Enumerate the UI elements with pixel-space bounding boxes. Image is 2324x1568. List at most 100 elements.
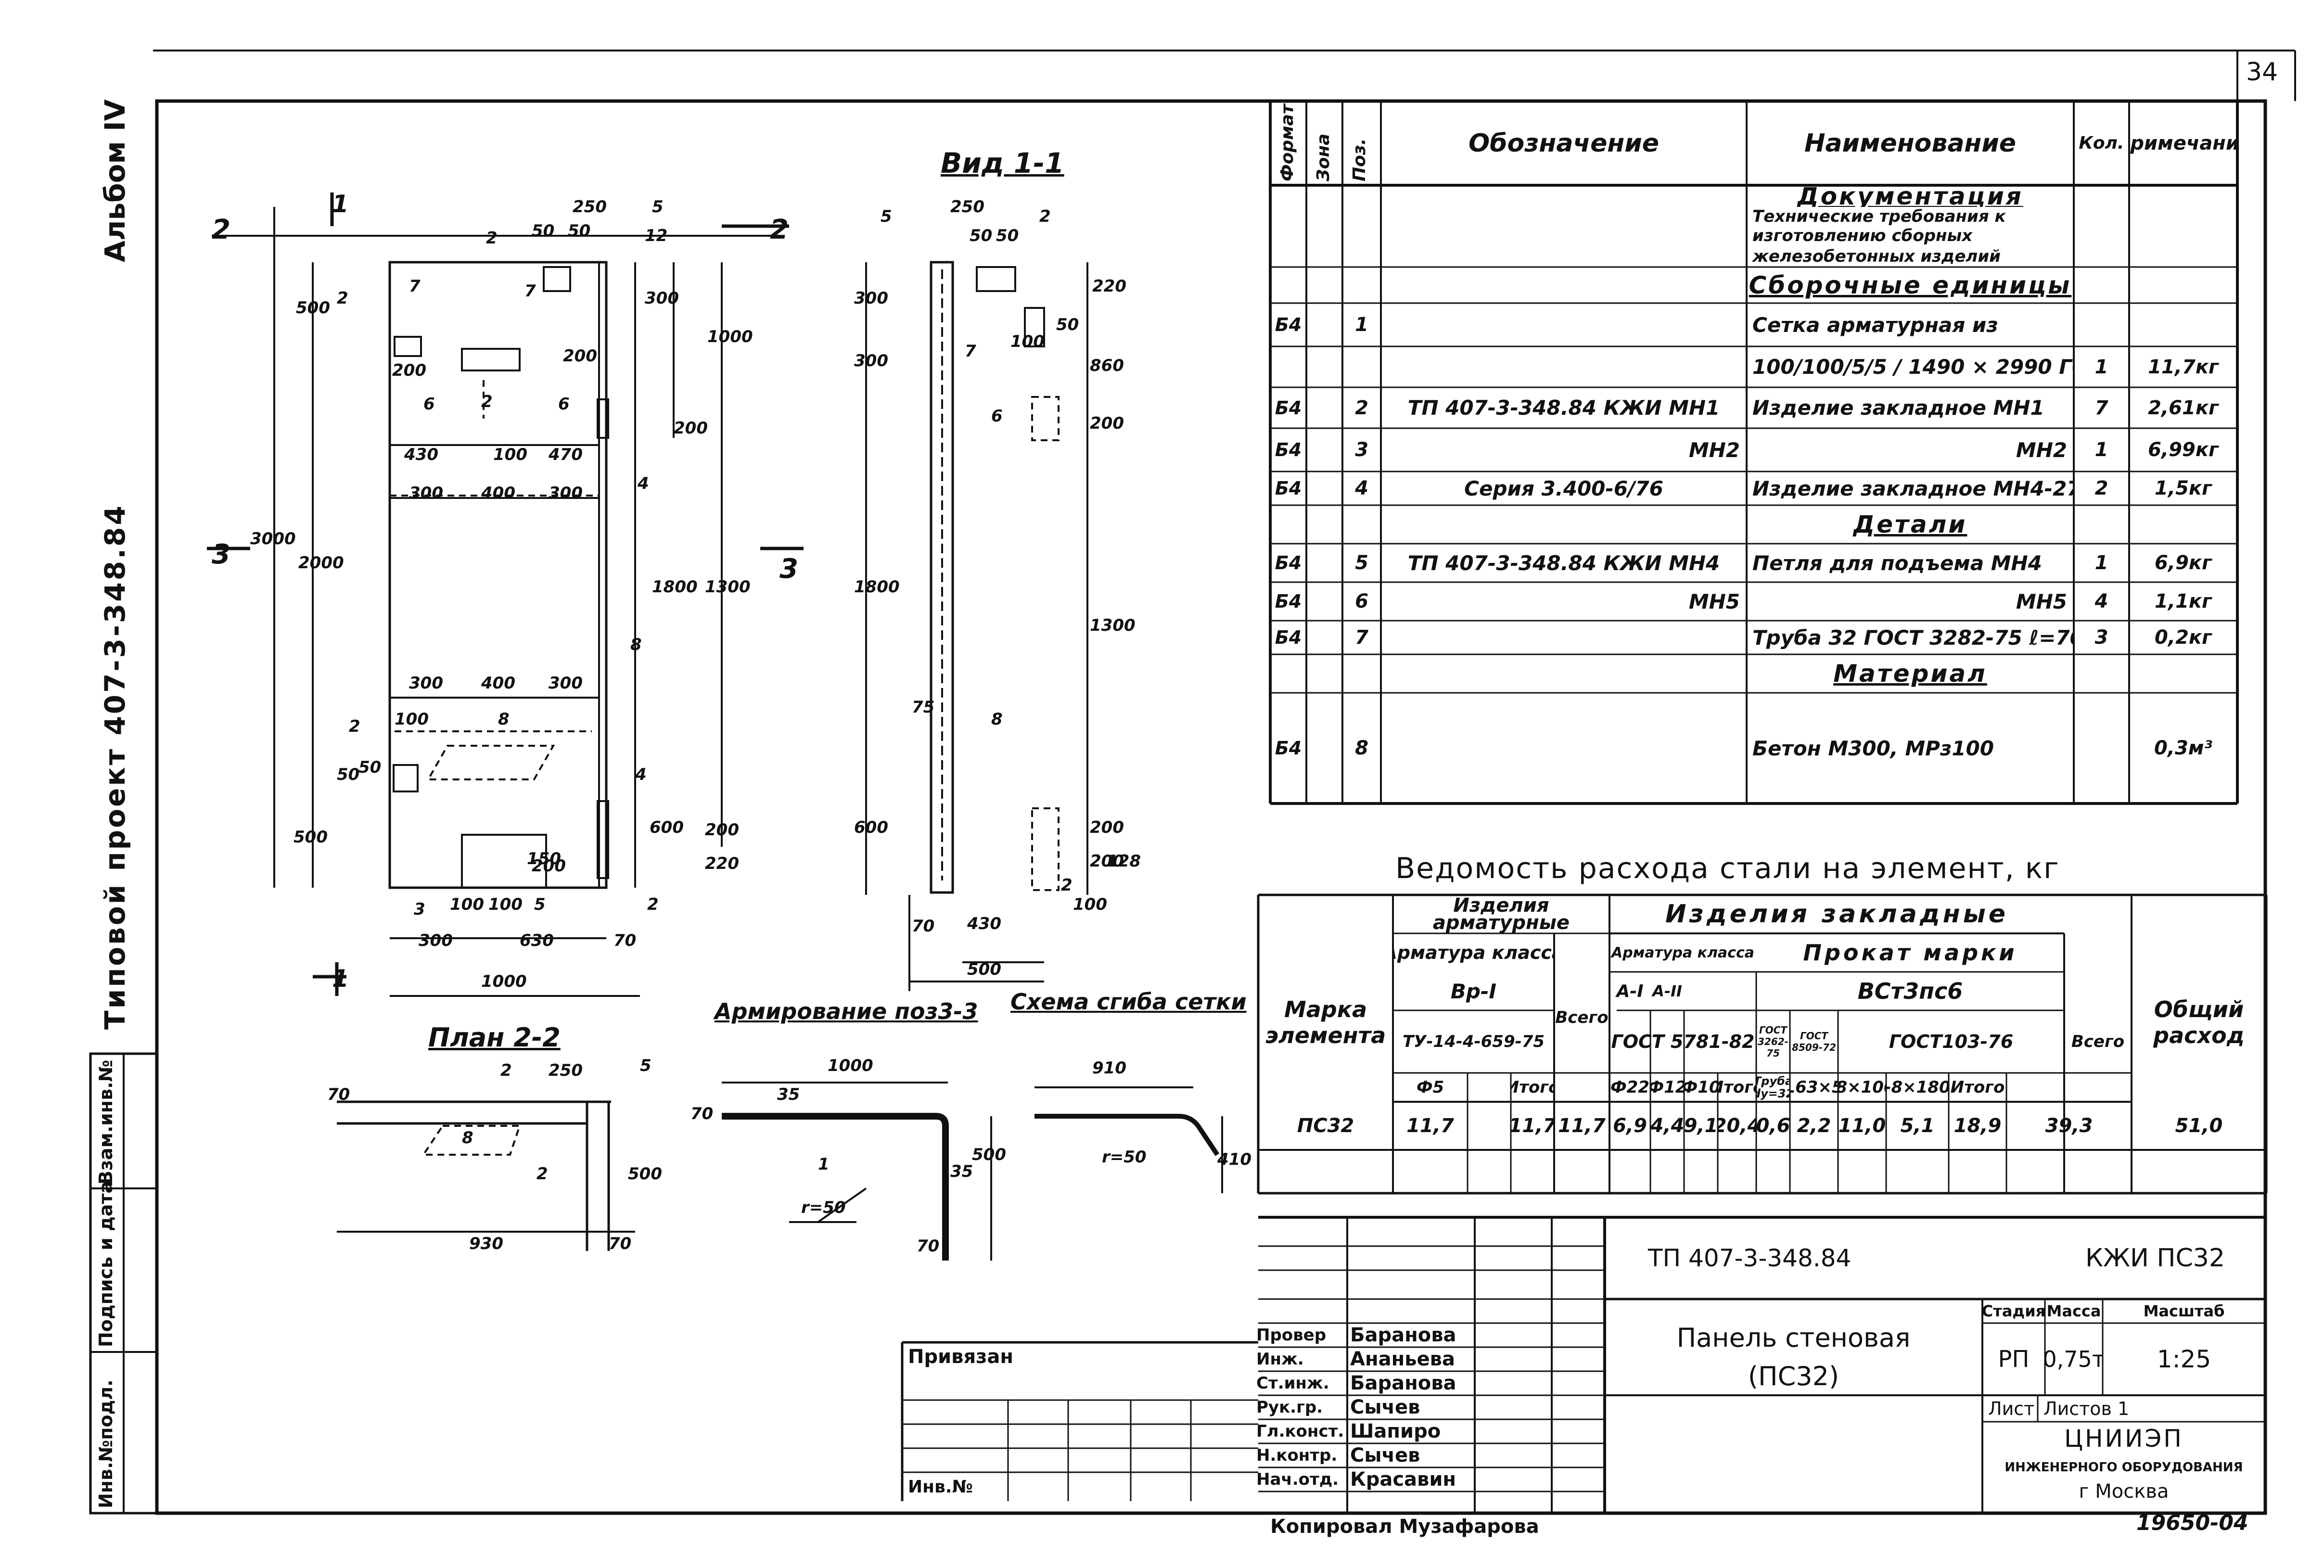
- steel-col-head: Итого: [1718, 1078, 1756, 1097]
- spec-pos: 3: [1355, 439, 1368, 461]
- view1-dim: 6: [991, 407, 1003, 426]
- steel-h-vsego2: Всего: [2071, 1032, 2125, 1051]
- view1-dim: 250: [950, 197, 984, 217]
- view1-dim: 128: [1107, 852, 1141, 871]
- signer-name: Сычев: [1350, 1396, 1420, 1418]
- archive-number: 19650-04: [2136, 1511, 2248, 1535]
- front-dim: 2: [212, 214, 230, 245]
- signer-role: Инж.: [1256, 1350, 1304, 1369]
- steel-cell-c11: 11,0: [1838, 1115, 1886, 1137]
- front-dim: 2: [481, 392, 493, 411]
- front-dim: 500: [294, 828, 328, 847]
- front-dim: 1: [332, 190, 349, 218]
- view1-dim: 220: [1092, 277, 1126, 296]
- spec-header: Кол.: [2079, 133, 2124, 153]
- spec-note: 1,1кг: [2155, 590, 2212, 612]
- plan-dim: 2: [536, 1164, 548, 1184]
- spec-code: ТП 407-3-348.84 КЖИ МН4: [1407, 551, 1720, 575]
- steel-h-gost5781: ГОСТ 5781-82: [1611, 1031, 1755, 1052]
- spec-name: 100/100/5/5 / 1490 × 2990 ГОСТ8478-81: [1752, 355, 2074, 379]
- signer-role: Гл.конст.: [1256, 1422, 1344, 1441]
- front-dim: 1: [332, 965, 349, 993]
- steel-col-head: Труба dу=32: [1756, 1074, 1790, 1100]
- view1-dim: 430: [967, 914, 1001, 933]
- front-dim: 300: [409, 674, 443, 693]
- spec-name: МН5: [2016, 589, 2067, 613]
- org-city: г Москва: [2079, 1480, 2169, 1503]
- spec-pos: 8: [1355, 737, 1368, 759]
- front-dim: 470: [549, 445, 583, 464]
- view1-dim: 50: [970, 226, 993, 245]
- reinf-dim: 70: [690, 1104, 714, 1123]
- view1-dim: 860: [1090, 356, 1124, 375]
- steel-cell-c12: 5,1: [1900, 1115, 1935, 1137]
- view1-dim: 70: [912, 917, 935, 936]
- plan-dim: 500: [628, 1164, 662, 1184]
- steel-h-gost103: ГОСТ103-76: [1889, 1031, 2014, 1052]
- spec-header: Обозначение: [1468, 128, 1660, 158]
- front-dim: 2000: [298, 553, 344, 573]
- front-dim: 1000: [481, 972, 527, 991]
- front-dim: 2: [349, 717, 360, 736]
- spec-note: 1,5кг: [2155, 477, 2212, 499]
- front-dim: 100: [450, 895, 484, 914]
- spec-format: Б4: [1275, 591, 1302, 612]
- front-dim: 2: [337, 289, 348, 308]
- front-dim: 7: [409, 277, 421, 296]
- front-dim: 8: [498, 710, 510, 729]
- front-dim: 100: [488, 895, 523, 914]
- stage-value: РП: [1998, 1346, 2030, 1373]
- view1-dim: 200: [1090, 818, 1124, 837]
- steel-cell-c5: 6,9: [1613, 1115, 1647, 1137]
- spec-name: Изделие закладное МН4-27: [1752, 476, 2074, 500]
- front-dim: 400: [481, 484, 515, 503]
- stage-header: Стадия: [1982, 1302, 2045, 1320]
- plan-dim: 8: [462, 1128, 473, 1147]
- steel-cell-c13: 18,9: [1954, 1115, 2002, 1137]
- spec-code: ТП 407-3-348.84 КЖИ МН1: [1407, 396, 1720, 420]
- front-dim: 300: [645, 289, 679, 308]
- front-dim: 100: [493, 445, 527, 464]
- steel-col-head: Итого: [1511, 1078, 1554, 1097]
- steel-cell-c6: 4,4: [1650, 1115, 1684, 1137]
- front-dim: 2: [647, 895, 659, 914]
- spec-qty: 2: [2094, 477, 2108, 499]
- spec-note: 0,2кг: [2155, 626, 2212, 649]
- front-dim: 2: [486, 229, 498, 248]
- front-dim: 220: [705, 854, 739, 873]
- signer-name: Баранова: [1350, 1372, 1456, 1394]
- front-dim: 300: [419, 931, 453, 950]
- bend-dim: 910: [1092, 1058, 1126, 1078]
- spec-pos: 2: [1355, 396, 1368, 419]
- steel-col-head: Итого: [1950, 1078, 2005, 1097]
- view1-dim: 2: [1039, 207, 1051, 226]
- view1-dim: 200: [1090, 852, 1124, 871]
- reinf-dim: 35: [950, 1162, 973, 1181]
- scale-value: 1:25: [2157, 1345, 2211, 1373]
- view1-dim: 50: [996, 226, 1019, 245]
- doc-mark: КЖИ ПС32: [2085, 1244, 2225, 1273]
- spec-note: 11,7кг: [2148, 356, 2219, 378]
- front-dim: 250: [573, 197, 607, 217]
- front-dim: 4: [635, 765, 647, 784]
- front-dim: 3: [212, 539, 230, 570]
- spec-pos: 6: [1355, 590, 1368, 612]
- spec-code: Серия 3.400-6/76: [1464, 476, 1663, 500]
- view1-dim: 500: [967, 960, 1001, 979]
- view1-dim: 1300: [1090, 616, 1136, 635]
- reinf-dim: 500: [972, 1145, 1006, 1164]
- front-dim: 1000: [707, 327, 753, 346]
- front-dim: 200: [674, 419, 708, 438]
- steel-col-head: -8×180: [1886, 1078, 1949, 1097]
- spec-qty: 4: [2094, 590, 2108, 612]
- spec-note: 2,61кг: [2148, 396, 2219, 419]
- steel-h-arm-class: Арматура класса: [1393, 942, 1554, 963]
- spec-qty: 7: [2094, 396, 2108, 419]
- reinf-dim: r=50: [801, 1198, 846, 1217]
- bend-title: Схема сгиба сетки: [1010, 989, 1247, 1015]
- front-dim: 500: [296, 298, 330, 318]
- steel-cell-c15: 51,0: [2175, 1115, 2223, 1137]
- sheets-label: Листов 1: [2043, 1398, 2130, 1419]
- steel-col-head: Ф10: [1684, 1078, 1718, 1097]
